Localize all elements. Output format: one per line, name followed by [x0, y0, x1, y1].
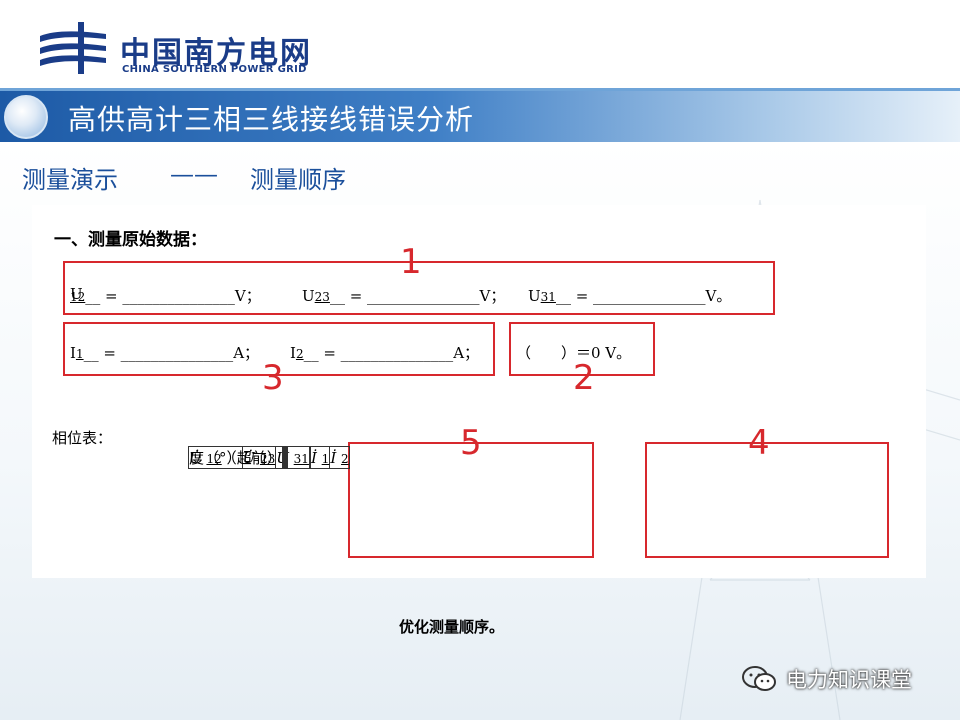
footer-note: 优化测量顺序。 — [399, 618, 505, 636]
company-name-en: CHINA SOUTHERN POWER GRID — [122, 64, 307, 75]
phase-row-u12-header: U̇ 12（超前） — [188, 446, 283, 469]
company-name-cn: 中国南方电网 — [120, 36, 312, 71]
phase-table: 度（°） U̇ 23 U̇ 31 İ 1 İ 2 U̇ 12（超前） — [188, 446, 906, 562]
u23-label: U23__ = _______________V； — [302, 287, 506, 305]
i2-label: I2__ = _______________A； — [290, 344, 480, 362]
csg-logo-icon — [40, 22, 106, 74]
title-bar — [0, 88, 960, 142]
annotation-number-4: 4 — [748, 423, 770, 463]
phase-table-label: 相位表： — [52, 429, 113, 447]
section-heading: 一、测量原始数据： — [54, 230, 207, 250]
annotation-box-2 — [509, 322, 655, 376]
annotation-number-2: 2 — [573, 358, 595, 398]
annotation-box-3 — [63, 322, 495, 376]
phase-col-i1: İ 1 — [309, 446, 331, 469]
annotation-box-1 — [63, 261, 775, 315]
channel-brand: 电力知识课堂 — [786, 668, 912, 692]
wechat-icon — [742, 666, 776, 691]
slide-title: 高供高计三相三线接线错误分析 — [68, 103, 475, 136]
subtitle-left: 测量演示 — [22, 166, 118, 194]
annotation-number-3: 3 — [262, 358, 284, 398]
annotation-number-5: 5 — [460, 423, 482, 463]
annotation-box-4 — [645, 442, 889, 558]
u31-label: U31__ = _______________V。 — [528, 287, 732, 305]
zero-voltage-check: （ ）＝0 V。 — [516, 344, 632, 362]
slide-subtitle: 测量演示 —— 测量顺序 — [22, 160, 346, 195]
phase-cell-u12-i2[interactable] — [285, 446, 288, 469]
phase-col-i2: İ 2 — [329, 446, 350, 469]
subtitle-right: 测量顺序 — [250, 166, 346, 194]
subtitle-dash: —— — [170, 160, 218, 188]
annotation-box-5 — [348, 442, 594, 558]
i1-label: I1__ = _______________A； — [70, 344, 260, 362]
lotus-emblem-icon — [4, 95, 48, 139]
annotation-number-1: 1 — [400, 242, 422, 282]
